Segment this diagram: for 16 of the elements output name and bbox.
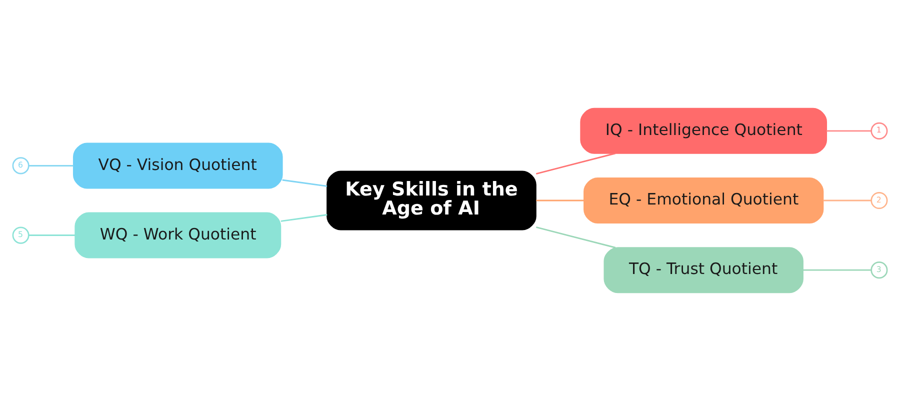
connector [282, 178, 328, 186]
node-box: IQ - Intelligence Quotient [580, 107, 828, 154]
node-box: TQ - Trust Quotient [604, 246, 804, 293]
connector [823, 199, 872, 201]
node-box: VQ - Vision Quotient [72, 142, 283, 188]
connector [28, 164, 74, 166]
connector [536, 199, 584, 201]
node-box: WQ - Work Quotient [74, 212, 282, 258]
connector [826, 130, 872, 132]
connector [536, 152, 616, 174]
connector [280, 214, 328, 222]
connector [536, 226, 616, 248]
connector [803, 268, 872, 270]
node-box: Key Skills in the Age of AI [326, 170, 536, 230]
node-box: EQ - Emotional Quotient [584, 177, 824, 223]
connector [28, 234, 76, 236]
